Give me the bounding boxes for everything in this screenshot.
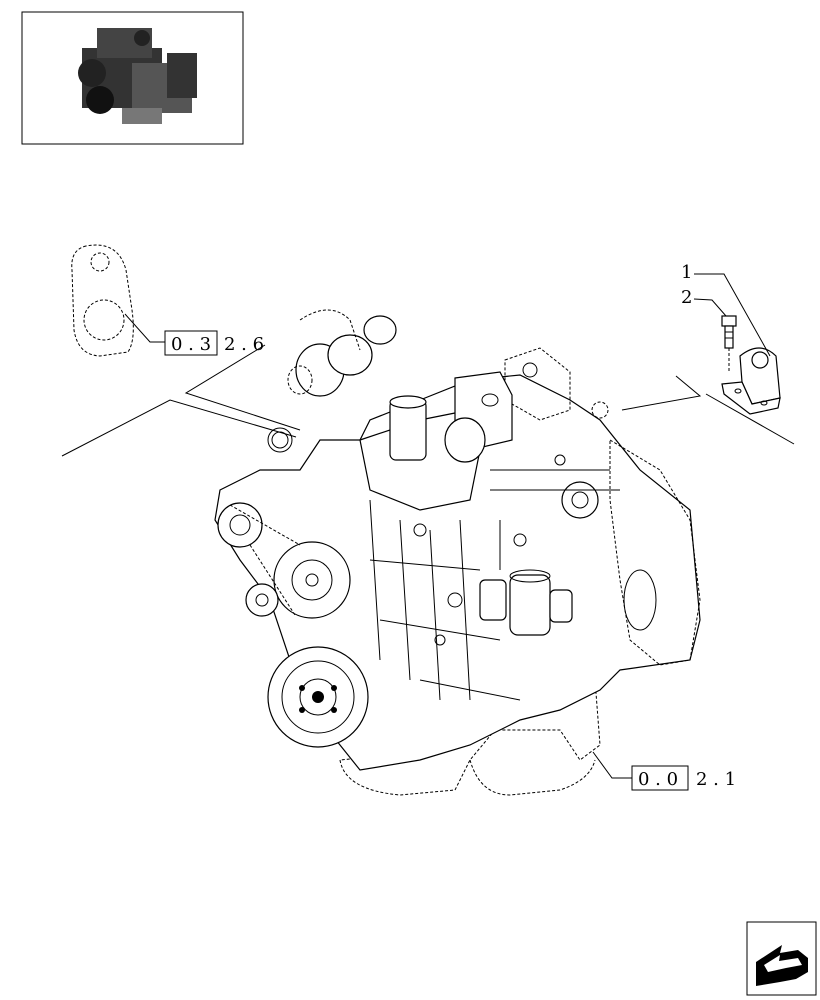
reference-label-oil-pan[interactable]: 0 . 0 2 . 1 bbox=[592, 751, 736, 791]
reference-label-gasket[interactable]: 0 . 3 2 . 6 bbox=[124, 313, 264, 356]
callout-2: 2 bbox=[681, 287, 692, 308]
gasket-outline bbox=[71, 244, 134, 357]
next-page-arrow-icon[interactable] bbox=[746, 921, 817, 996]
lifting-bracket-detail: 1 2 bbox=[621, 262, 795, 445]
reference-boxed-text: 0 . 0 bbox=[638, 769, 678, 790]
reference-suffix-text: 2 . 6 bbox=[224, 334, 264, 355]
bolt-icon bbox=[721, 315, 737, 372]
reference-boxed-text: 0 . 3 bbox=[171, 334, 211, 355]
engine-assembly bbox=[214, 309, 701, 796]
bracket-icon bbox=[721, 347, 781, 415]
fuel-filter bbox=[479, 569, 573, 636]
reference-suffix-text: 2 . 1 bbox=[696, 769, 736, 790]
engine-thumbnail-icon[interactable] bbox=[21, 11, 244, 145]
callout-1: 1 bbox=[681, 262, 692, 283]
pulleys bbox=[217, 502, 369, 748]
turbocharger bbox=[287, 309, 397, 397]
